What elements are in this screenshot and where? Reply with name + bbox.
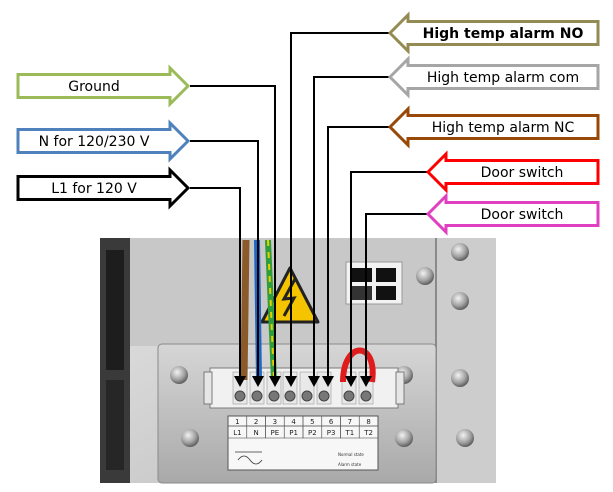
alarm-nc-leader [327, 126, 392, 378]
line-callout-label: L1 for 120 V [51, 181, 137, 197]
door2-callout: Door switch [425, 192, 600, 236]
alarm-nc-callout-label: High temp alarm NC [432, 120, 575, 136]
screw [395, 429, 413, 447]
alarm-no-leader-arrowhead [285, 376, 297, 387]
terminal-code: N [254, 429, 259, 437]
alarm-no-callout-label: High temp alarm NO [423, 26, 584, 42]
terminal-screw [301, 390, 313, 402]
terminal-code: L1 [233, 429, 241, 437]
terminal-number: 4 [291, 418, 296, 426]
terminal-code: T2 [363, 429, 373, 437]
alarm-com-callout-shape [387, 55, 600, 99]
terminal-screw [343, 390, 355, 402]
green-wire [265, 239, 277, 381]
terminal-screw [268, 390, 280, 402]
screw [181, 429, 199, 447]
device-photo: 1L1 2N 3PE 4P1 5P2 6P3 7T1 8T2 Normal state Ala… [100, 238, 496, 484]
terminal-number: 8 [366, 418, 370, 426]
door1-leader [350, 171, 428, 378]
legend-cell [358, 425, 379, 439]
door2-leader-arrowhead [360, 376, 372, 387]
alarm-nc-callout: High temp alarm NC [387, 105, 600, 149]
legend-alarm-state: Alarm state [338, 462, 362, 467]
door2-leader [365, 213, 428, 378]
alarm-no-callout: High temp alarm NO [387, 11, 600, 55]
terminal-code: P1 [289, 429, 298, 437]
terminal-screw [251, 390, 263, 402]
terminal-screw [284, 390, 296, 402]
wires [190, 32, 428, 387]
terminal-number: 3 [273, 418, 277, 426]
alarm-com-callout: High temp alarm com [387, 55, 600, 99]
neutral-callout-label: N for 120/230 V [39, 134, 150, 150]
door1-callout-shape [425, 150, 600, 194]
ground-leader [190, 85, 276, 378]
terminal-number: 5 [310, 418, 314, 426]
alarm-no-leader [290, 32, 392, 378]
screw [416, 267, 434, 285]
screw [451, 243, 469, 261]
terminal-code: P2 [308, 429, 317, 437]
terminal-screw [360, 390, 372, 402]
alarm-nc-leader-arrowhead [322, 376, 334, 387]
terminal-screw [234, 390, 246, 402]
ground-callout: Ground [16, 64, 191, 108]
alarm-com-leader [313, 76, 392, 378]
door1-callout: Door switch [425, 150, 600, 194]
ground-leader-arrowhead [269, 376, 281, 387]
terminal-code: P3 [327, 429, 336, 437]
line-leader-arrowhead [234, 376, 246, 387]
alarm-nc-callout-shape [387, 105, 600, 149]
screw [451, 369, 469, 387]
neutral-leader [190, 140, 259, 378]
legend-normal-state: Normal state [338, 452, 364, 457]
alarm-com-leader-arrowhead [308, 376, 320, 387]
neutral-leader-arrowhead [252, 376, 264, 387]
red-jumper-wire [340, 347, 376, 383]
door1-callout-label: Door switch [481, 165, 564, 181]
neutral-callout-shape [16, 119, 191, 163]
ground-callout-label: Ground [68, 79, 120, 95]
alarm-no-callout-shape [387, 11, 600, 55]
door2-callout-label: Door switch [481, 207, 564, 223]
terminal-number: 7 [348, 418, 352, 426]
screw [170, 366, 188, 384]
screw [456, 429, 474, 447]
door2-callout-shape [425, 192, 600, 236]
terminal-number: 1 [235, 418, 239, 426]
door1-leader-arrowhead [345, 376, 357, 387]
vent-slot [106, 380, 124, 470]
alarm-com-callout-label: High temp alarm com [427, 70, 579, 86]
terminal-number: 2 [254, 418, 258, 426]
brown-wire [240, 239, 250, 381]
terminal-code: T1 [345, 429, 355, 437]
ground-callout-shape [16, 64, 191, 108]
terminal-number: 6 [329, 418, 334, 426]
terminal-screw [318, 390, 330, 402]
callouts: Ground N for 120/230 V L1 for 120 V High te… [16, 11, 600, 236]
neutral-callout: N for 120/230 V [16, 119, 191, 163]
vent-slot [106, 250, 124, 370]
screw [451, 292, 469, 310]
legend-symbol [237, 455, 263, 465]
terminal-legend: 1L1 2N 3PE 4P1 5P2 6P3 7T1 8T2 Normal state Ala… [227, 415, 379, 471]
line-leader [190, 187, 241, 378]
line-callout-shape [16, 166, 191, 210]
connector-block [345, 261, 403, 305]
line-callout: L1 for 120 V [16, 166, 191, 210]
terminal-code: PE [271, 429, 280, 437]
